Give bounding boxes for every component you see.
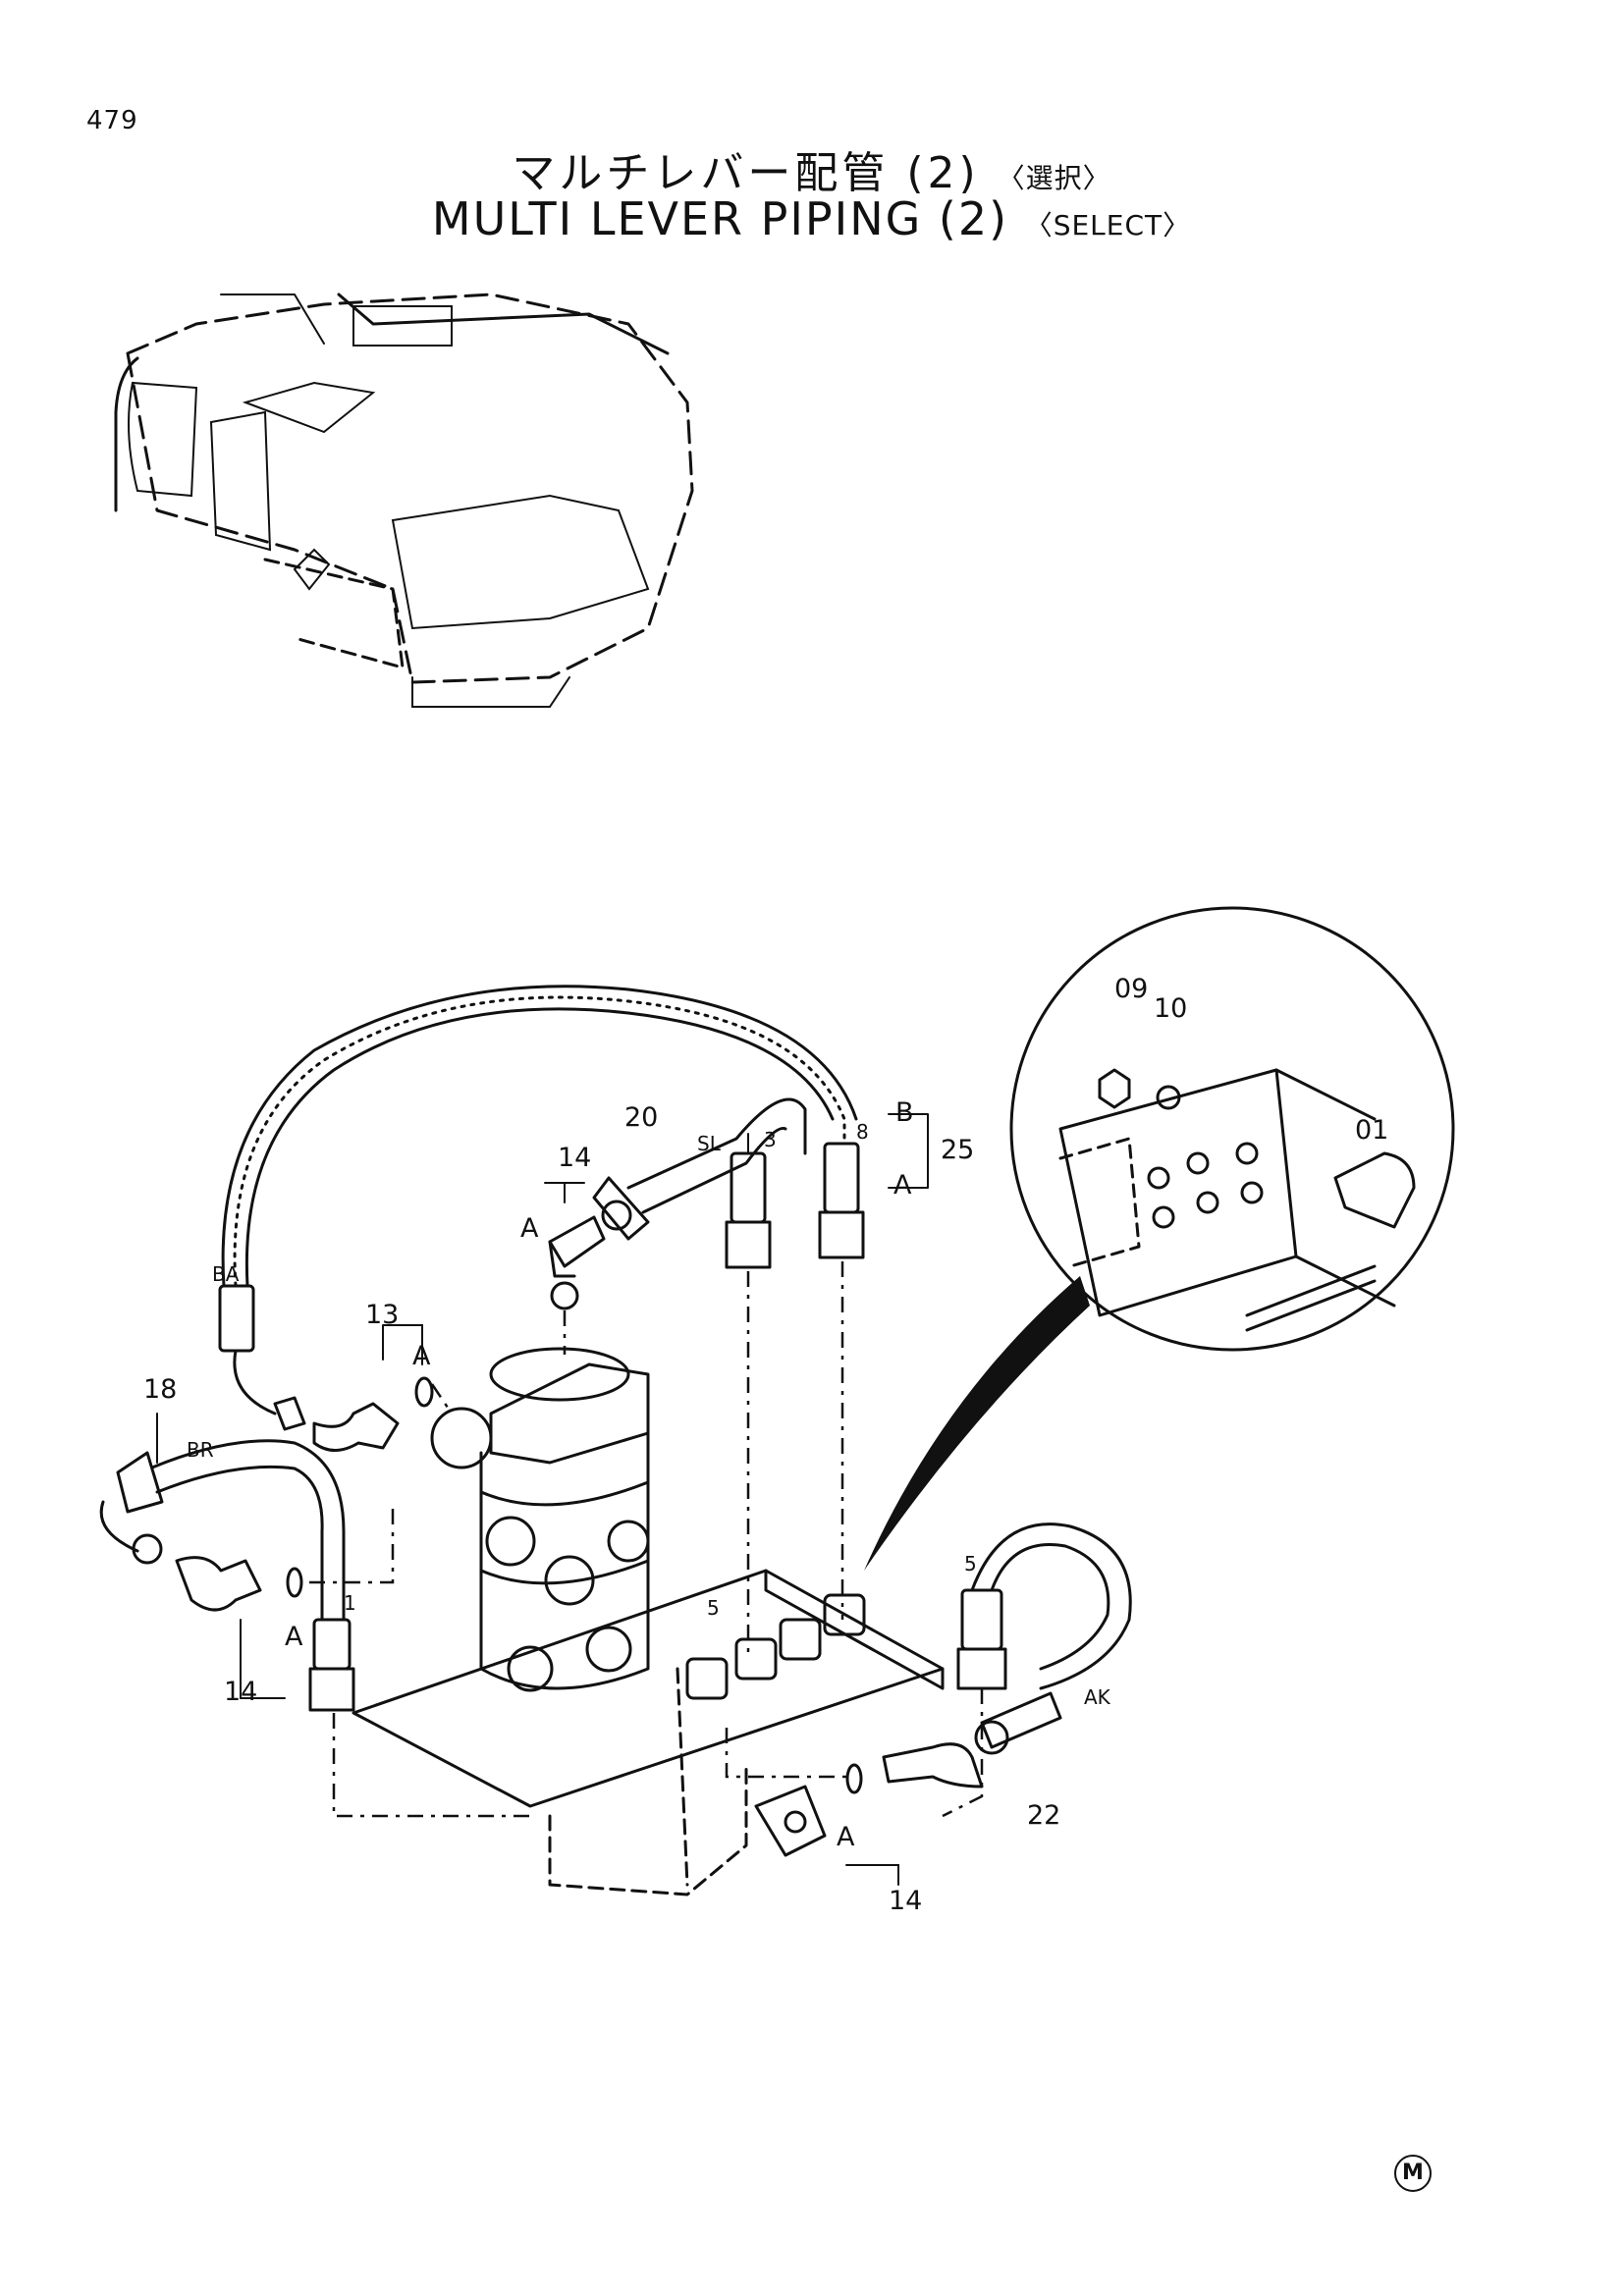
port-label-br: BR (187, 1438, 214, 1462)
port-label-a-13: A (412, 1341, 431, 1371)
port-label-ak: AK (1084, 1685, 1111, 1709)
title-english: MULTI LEVER PIPING (2) 〈SELECT〉 (0, 192, 1623, 245)
callout-14-top: 14 (558, 1143, 591, 1173)
hose-22 (956, 1522, 1132, 1755)
port-label-b: B (895, 1097, 914, 1128)
callout-25: 25 (941, 1135, 974, 1165)
callout-20: 20 (624, 1102, 658, 1133)
excavator-overview-illustration (114, 293, 694, 708)
hose-25-corrugated (218, 985, 858, 1431)
port-label-sl: SL (697, 1132, 722, 1155)
callout-01: 01 (1355, 1115, 1388, 1146)
port-label-ba: BA (212, 1262, 240, 1286)
page-number: 479 (86, 106, 138, 135)
elbow-fitting-14-lower (845, 1742, 984, 1794)
title-jp-main: マルチレバー配管 (2) (512, 148, 980, 198)
footer-mark-circle: M (1394, 2155, 1432, 2192)
callout-3: 3 (764, 1128, 777, 1151)
callout-13: 13 (365, 1300, 399, 1330)
callout-22: 22 (1027, 1800, 1060, 1831)
port-label-a-25: A (893, 1170, 912, 1201)
hose-18 (99, 1439, 355, 1712)
connection-leader-lines (309, 1261, 984, 1818)
callout-14-left: 14 (224, 1677, 257, 1707)
callout-8: 8 (856, 1120, 869, 1144)
callout-10: 10 (1154, 993, 1187, 1024)
fitting-8 (818, 1142, 865, 1259)
callout-5-hose: 5 (964, 1552, 977, 1575)
port-label-a-lower: A (837, 1822, 855, 1852)
callout-14-lower: 14 (889, 1886, 922, 1916)
detail-view-circle (864, 906, 1455, 1571)
port-label-a-top: A (520, 1213, 539, 1244)
elbow-fitting-13 (312, 1376, 434, 1452)
callout-09: 09 (1114, 974, 1148, 1004)
callout-1: 1 (344, 1591, 356, 1615)
title-jp-sub: 〈選択〉 (997, 162, 1111, 194)
port-label-a-left: A (285, 1622, 303, 1652)
fitting-3 (725, 1133, 772, 1269)
title-japanese: マルチレバー配管 (2) 〈選択〉 (0, 137, 1623, 200)
callout-18: 18 (143, 1374, 177, 1405)
mounting-bracket (352, 1569, 945, 1896)
elbow-fitting-14-left (175, 1556, 303, 1612)
title-en-main: MULTI LEVER PIPING (2) (431, 192, 1009, 245)
callout-leaders (156, 1113, 929, 1886)
bracket-fittings (685, 1593, 866, 1700)
multi-lever-valve-body (430, 1347, 650, 1692)
hose-20 (592, 1097, 807, 1241)
callout-5-bracket: 5 (707, 1596, 720, 1620)
callout-labels: 09 10 01 20 14 25 13 18 14 22 14 3 8 1 5… (143, 974, 1388, 1916)
title-en-sub: 〈SELECT〉 (1024, 209, 1192, 241)
elbow-fitting-14-top (548, 1215, 606, 1310)
